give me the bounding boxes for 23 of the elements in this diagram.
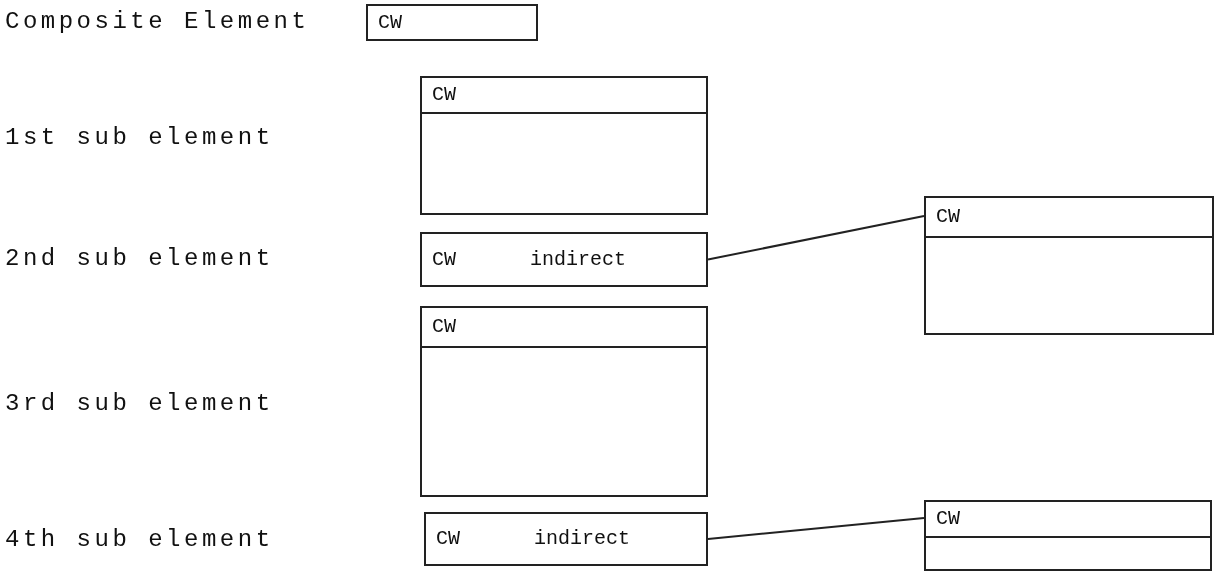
connector-line xyxy=(707,215,925,261)
element-label: 4th sub element xyxy=(5,526,274,554)
element-code: CW xyxy=(432,247,456,272)
element-box xyxy=(424,512,708,566)
element-label: 3rd sub element xyxy=(5,390,274,418)
element-label: Composite Element xyxy=(5,8,310,36)
element-box xyxy=(924,500,1212,571)
element-code: CW xyxy=(936,507,960,531)
element-box xyxy=(420,232,708,287)
element-box xyxy=(924,196,1214,335)
element-note: indirect xyxy=(530,247,626,272)
element-note: indirect xyxy=(534,527,630,551)
element-label: 1st sub element xyxy=(5,124,274,152)
element-box xyxy=(420,76,708,215)
connector-line xyxy=(707,517,925,540)
element-code: CW xyxy=(432,315,456,339)
element-code: CW xyxy=(936,205,960,229)
element-code: CW xyxy=(432,83,456,107)
element-box xyxy=(420,306,708,497)
element-box xyxy=(366,4,538,41)
element-code: CW xyxy=(378,10,402,35)
element-label: 2nd sub element xyxy=(5,245,274,273)
element-code: CW xyxy=(436,527,460,551)
